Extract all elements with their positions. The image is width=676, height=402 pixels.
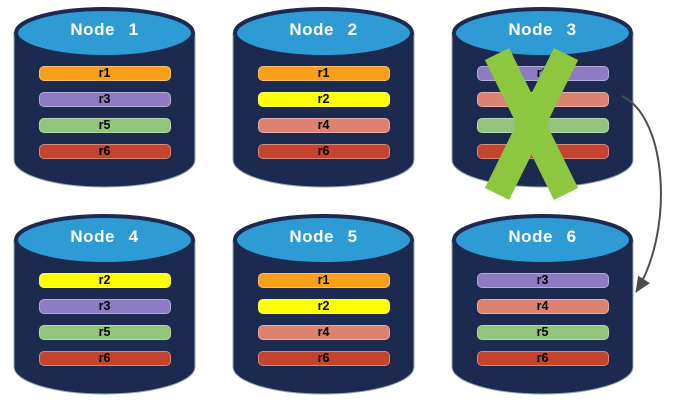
- record-list: r3 r4 r5 r6: [476, 273, 609, 377]
- record-label: r1: [98, 66, 111, 81]
- db-node: Node 1 r1 r3 r5 r6: [12, 5, 197, 189]
- record-bar: r2: [257, 92, 390, 107]
- record-bar: r1: [257, 273, 390, 288]
- node-grid: Node 1 r1 r3 r5 r6: [12, 5, 635, 396]
- record-label: r6: [536, 351, 549, 366]
- record-list: r1 r2 r4 r6: [257, 273, 390, 377]
- record-label: r5: [98, 118, 111, 133]
- record-bar: r3: [38, 299, 171, 314]
- record-bar: r6: [257, 144, 390, 159]
- record-bar: r3: [38, 92, 171, 107]
- record-bar: r6: [476, 351, 609, 366]
- record-bar: r3: [476, 273, 609, 288]
- record-label: r4: [536, 299, 549, 314]
- record-list: r1 r2 r4 r6: [257, 66, 390, 170]
- record-bar: r4: [476, 299, 609, 314]
- record-label: r5: [536, 325, 549, 340]
- record-bar: r1: [38, 66, 171, 81]
- record-label: r3: [536, 273, 549, 288]
- record-label: r2: [317, 92, 330, 107]
- record-label: r6: [317, 144, 330, 159]
- record-bar: r4: [257, 325, 390, 340]
- record-label: r2: [98, 273, 111, 288]
- failure-x-icon: [484, 48, 579, 200]
- record-bar: r1: [257, 66, 390, 81]
- node-title: Node 1: [70, 20, 139, 39]
- record-list: r1 r3 r5 r6: [38, 66, 171, 170]
- record-label: r2: [317, 299, 330, 314]
- record-list: r2 r3 r5 r6: [38, 273, 171, 377]
- record-label: r5: [98, 325, 111, 340]
- record-bar: r2: [257, 299, 390, 314]
- db-node: Node 5 r1 r2 r4 r6: [231, 212, 416, 396]
- record-bar: r2: [38, 273, 171, 288]
- db-node: Node 3 r3: [450, 5, 635, 200]
- db-node: Node 4 r2 r3 r5 r6: [12, 212, 197, 396]
- record-bar: r6: [38, 351, 171, 366]
- node-title: Node 4: [70, 227, 139, 246]
- record-bar: r4: [257, 118, 390, 133]
- record-bar: r5: [476, 325, 609, 340]
- db-node: Node 2 r1 r2 r4 r6: [231, 5, 416, 189]
- record-bar: r5: [38, 325, 171, 340]
- record-label: r3: [98, 92, 111, 107]
- record-bar: r6: [257, 351, 390, 366]
- record-label: r1: [317, 273, 330, 288]
- record-bar: r5: [38, 118, 171, 133]
- record-label: r6: [98, 144, 111, 159]
- node-title: Node 5: [289, 227, 358, 246]
- record-bar: r6: [38, 144, 171, 159]
- db-node: Node 6 r3 r4 r5 r6: [450, 212, 635, 396]
- node-title: Node 3: [508, 20, 577, 39]
- node-title: Node 2: [289, 20, 358, 39]
- record-label: r1: [317, 66, 330, 81]
- record-label: r3: [98, 299, 111, 314]
- record-label: r6: [317, 351, 330, 366]
- record-label: r6: [98, 351, 111, 366]
- node-title: Node 6: [508, 227, 577, 246]
- record-label: r4: [317, 118, 330, 133]
- record-label: r4: [317, 325, 330, 340]
